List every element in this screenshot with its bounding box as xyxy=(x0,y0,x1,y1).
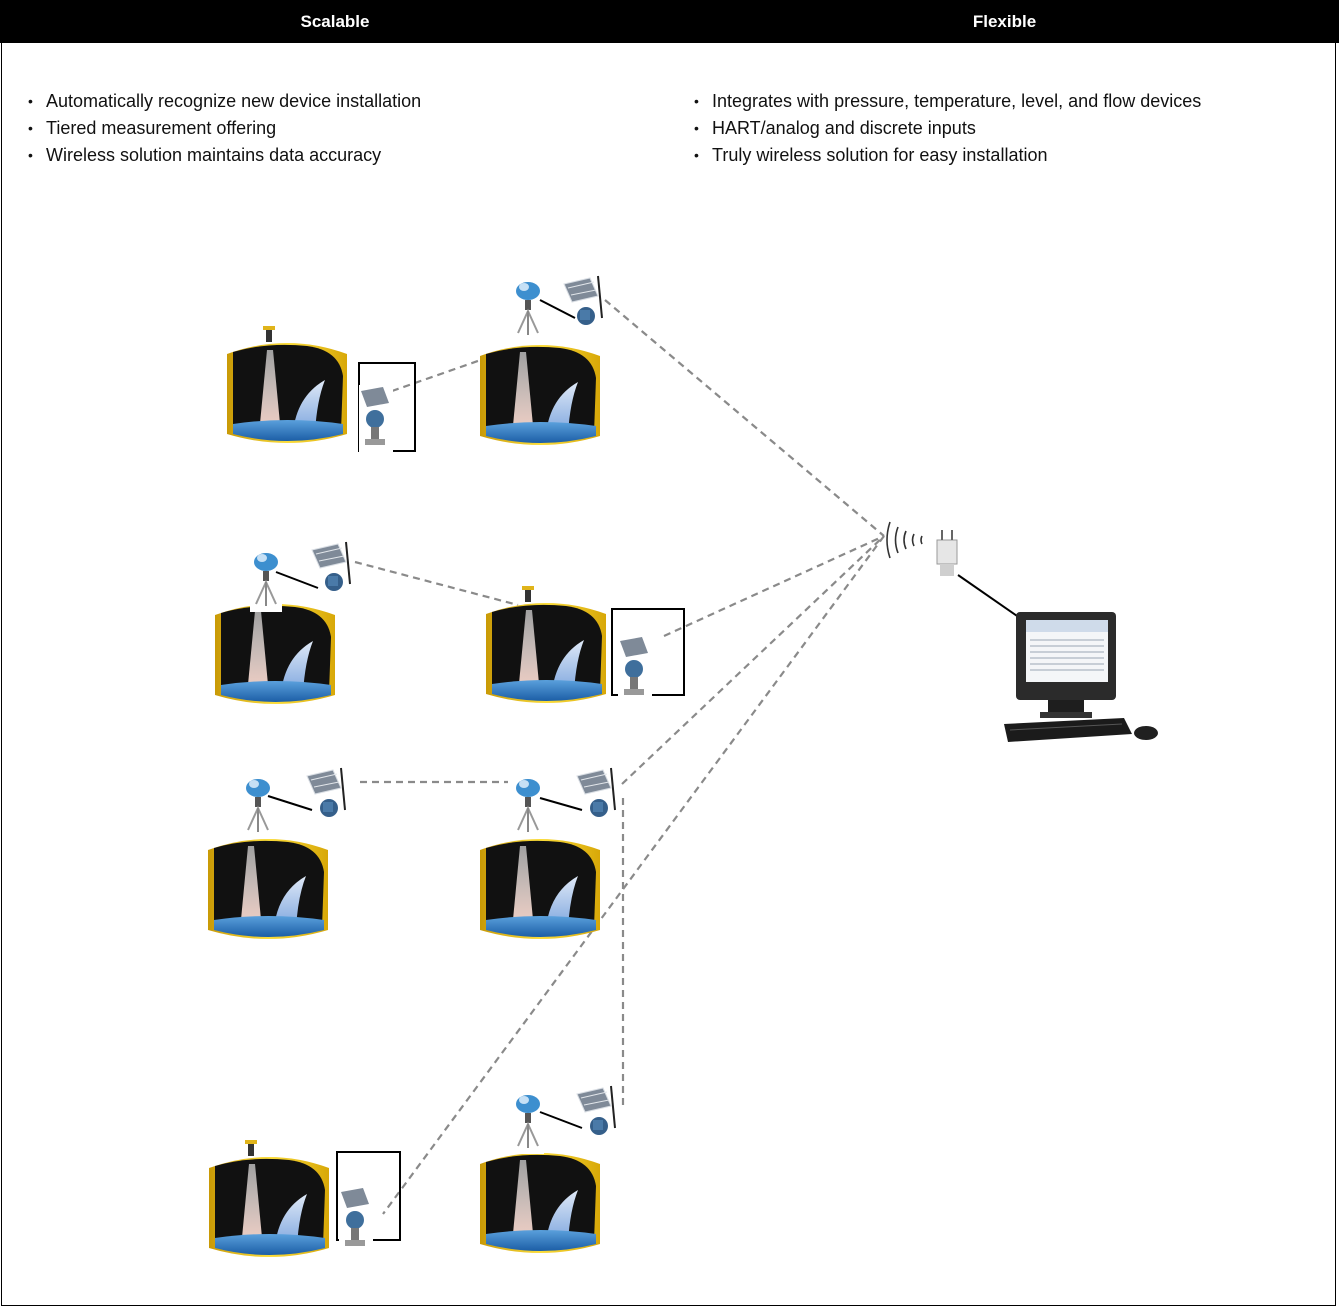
tank-icon xyxy=(486,586,606,703)
radar-transmitter-icon xyxy=(249,547,283,613)
header-bar: Scalable Flexible xyxy=(0,0,1339,43)
tank-icon xyxy=(480,1153,600,1253)
list-item: Automatically recognize new device insta… xyxy=(28,88,421,115)
wireless-link xyxy=(354,560,519,607)
tank-icon xyxy=(227,326,347,443)
solar-panel-icon xyxy=(572,767,618,821)
tank-icon xyxy=(480,839,600,939)
wireless-transmitter-icon xyxy=(339,1186,373,1256)
flexible-bullet-list: Integrates with pressure, temperature, l… xyxy=(694,88,1201,169)
flexible-heading: Flexible xyxy=(972,12,1037,31)
wireless-link xyxy=(382,535,885,1215)
solar-panel-icon xyxy=(572,1085,618,1139)
computer-workstation-icon xyxy=(1004,612,1158,742)
radar-transmitter-icon xyxy=(511,276,545,342)
list-item: Tiered measurement offering xyxy=(28,115,421,142)
wireless-link xyxy=(621,535,885,785)
tank-icon xyxy=(208,839,328,939)
solar-panel-icon xyxy=(559,275,605,329)
wireless-transmitter-icon xyxy=(359,385,393,455)
wireless-transmitter-icon xyxy=(618,635,652,705)
radar-transmitter-icon xyxy=(511,773,545,839)
list-item: Integrates with pressure, temperature, l… xyxy=(694,88,1201,115)
wireless-links xyxy=(354,299,885,1215)
wireless-link xyxy=(604,299,885,537)
tank-icon xyxy=(215,604,335,704)
radar-transmitter-icon xyxy=(241,773,275,839)
radar-transmitter-icon xyxy=(511,1089,545,1155)
list-item: Truly wireless solution for easy install… xyxy=(694,142,1201,169)
tank-icon xyxy=(480,345,600,445)
list-item: HART/analog and discrete inputs xyxy=(694,115,1201,142)
wireless-link xyxy=(663,534,885,638)
wireless-link xyxy=(391,353,496,393)
scalable-bullet-list: Automatically recognize new device insta… xyxy=(28,88,421,169)
list-item: Wireless solution maintains data accurac… xyxy=(28,142,421,169)
tank-icon xyxy=(209,1140,329,1257)
solar-panel-icon xyxy=(302,767,348,821)
wireless-waves-icon xyxy=(886,521,923,559)
scalable-heading: Scalable xyxy=(300,12,370,31)
gateway-icon xyxy=(936,530,958,576)
